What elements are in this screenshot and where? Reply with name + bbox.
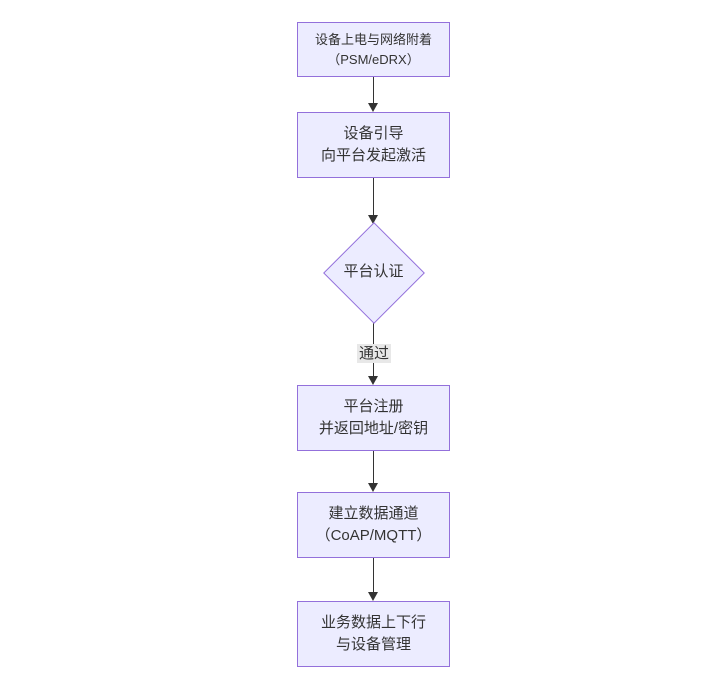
node-platform-auth-label: 平台认证 (343, 263, 404, 280)
edge-label-pass: 通过 (356, 344, 392, 363)
node-text-line: 设备引导 (343, 125, 404, 142)
arrow-down-icon (368, 592, 378, 601)
node-text-line: 建立数据通道 (328, 505, 419, 522)
edge-line-channel-to-business (373, 558, 374, 593)
arrow-down-icon (368, 215, 378, 224)
node-text-line: 设备上电与网络附着 (314, 31, 432, 47)
edge-line-register-to-channel (373, 451, 374, 484)
node-text-line: 与设备管理 (335, 636, 411, 653)
edge-line-bootstrap-to-auth (373, 178, 374, 216)
node-text-line: （PSM/eDRX） (327, 51, 420, 67)
node-text-line: 平台注册 (343, 398, 404, 415)
edge-line-power-to-bootstrap (373, 77, 374, 104)
node-business-data: 业务数据上下行 与设备管理 (297, 601, 450, 667)
arrow-down-icon (368, 376, 378, 385)
arrow-down-icon (368, 483, 378, 492)
node-data-channel: 建立数据通道 （CoAP/MQTT） (297, 492, 450, 558)
arrow-down-icon (368, 103, 378, 112)
node-power-attach: 设备上电与网络附着 （PSM/eDRX） (297, 22, 450, 77)
node-bootstrap: 设备引导 向平台发起激活 (297, 112, 450, 178)
node-platform-register: 平台注册 并返回地址/密钥 (297, 385, 450, 451)
node-text-line: 并返回地址/密钥 (318, 420, 429, 437)
node-text-line: 向平台发起激活 (320, 147, 426, 164)
node-text-line: （CoAP/MQTT） (315, 527, 432, 544)
node-text-line: 业务数据上下行 (320, 614, 426, 631)
